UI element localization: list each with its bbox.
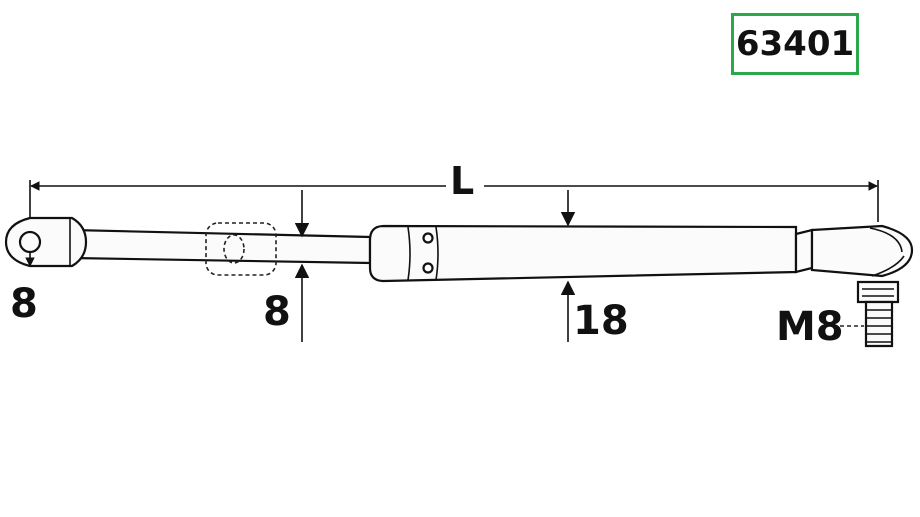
- tube-diameter-label: 18: [573, 298, 629, 344]
- length-label: L: [450, 159, 475, 203]
- eye-end-fitting: [4, 216, 88, 268]
- part-number: 63401: [735, 24, 855, 64]
- length-dimension-line: [29, 180, 879, 222]
- rod-diameter-label: 8: [263, 289, 291, 335]
- piston-rod: [70, 228, 372, 265]
- eye-hole: [18, 230, 42, 254]
- rod-collar-outline: [205, 222, 277, 276]
- thread-size-label: M8: [776, 304, 844, 350]
- part-number-box: 63401: [731, 13, 859, 75]
- ball-socket-fitting: [794, 224, 914, 348]
- cylinder-tube: [368, 224, 798, 283]
- eye-diameter-label: 8: [10, 281, 38, 327]
